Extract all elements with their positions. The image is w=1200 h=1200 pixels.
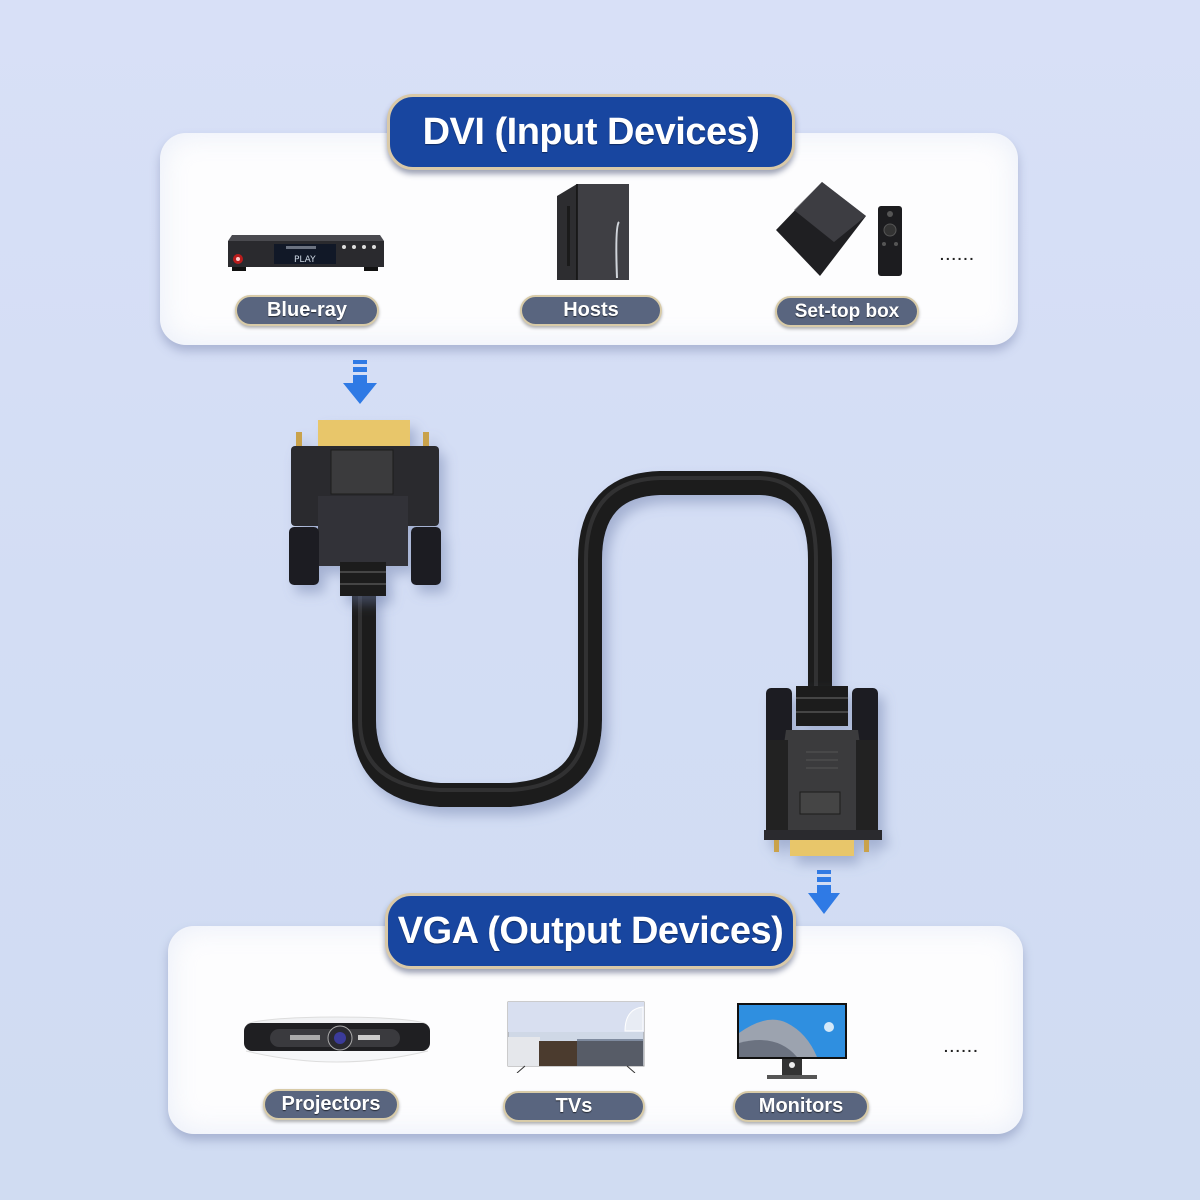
projector-icon: [240, 1015, 434, 1069]
set-top-box-icon: [774, 180, 910, 280]
more-input-devices: ......: [940, 247, 976, 263]
dvi-input-title: DVI (Input Devices): [387, 94, 795, 170]
more-output-devices: ......: [944, 1039, 980, 1055]
vga-connector: [764, 686, 882, 856]
vga-output-title: VGA (Output Devices): [385, 893, 796, 969]
dvi-connector: [289, 420, 441, 596]
device-label-set-top-box: Set-top box: [775, 296, 919, 327]
device-label-hosts: Hosts: [520, 295, 662, 326]
input-arrow-down-icon: [343, 360, 377, 408]
monitor-icon: [737, 1003, 847, 1083]
blu-ray-player-icon: PLAY: [226, 231, 386, 273]
device-label-projectors: Projectors: [263, 1089, 399, 1120]
svg-text:PLAY: PLAY: [294, 255, 316, 265]
pc-tower-icon: [555, 182, 631, 286]
device-label-blu-ray: Blue-ray: [235, 295, 379, 326]
tv-icon: [507, 1001, 645, 1073]
output-arrow-down-icon: [808, 870, 840, 916]
device-label-tvs: TVs: [503, 1091, 645, 1122]
device-label-monitors: Monitors: [733, 1091, 869, 1122]
